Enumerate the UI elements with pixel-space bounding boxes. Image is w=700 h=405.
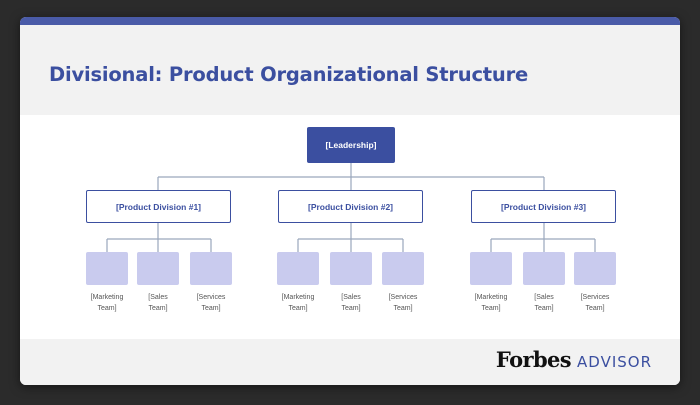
slide: Divisional: Product Organizational Struc… <box>20 17 680 385</box>
team-node-div1-sales <box>137 252 179 285</box>
org-chart-connectors <box>106 163 596 252</box>
slide-accent-bar <box>20 17 680 25</box>
team-node-div2-services <box>382 252 424 285</box>
team-node-div1-services <box>190 252 232 285</box>
team-node-div1-marketing <box>86 252 128 285</box>
team-node-div2-marketing <box>277 252 319 285</box>
team-node-div3-sales <box>523 252 565 285</box>
division-node-3: [Product Division #3] <box>471 190 616 223</box>
logo-suffix: ADVISOR <box>577 353 652 371</box>
team-node-div3-marketing <box>470 252 512 285</box>
division-node-2: [Product Division #2] <box>278 190 423 223</box>
slide-header: Divisional: Product Organizational Struc… <box>20 25 680 115</box>
division-node-1: [Product Division #1] <box>86 190 231 223</box>
leadership-node: [Leadership] <box>307 127 395 163</box>
team-node-div2-sales <box>330 252 372 285</box>
slide-title: Divisional: Product Organizational Struc… <box>49 63 529 86</box>
logo-wordmark: Forbes <box>495 347 572 372</box>
team-node-div3-services <box>574 252 616 285</box>
slide-footer: Forbes ADVISOR <box>20 339 680 385</box>
forbes-advisor-logo: Forbes ADVISOR <box>496 347 652 372</box>
